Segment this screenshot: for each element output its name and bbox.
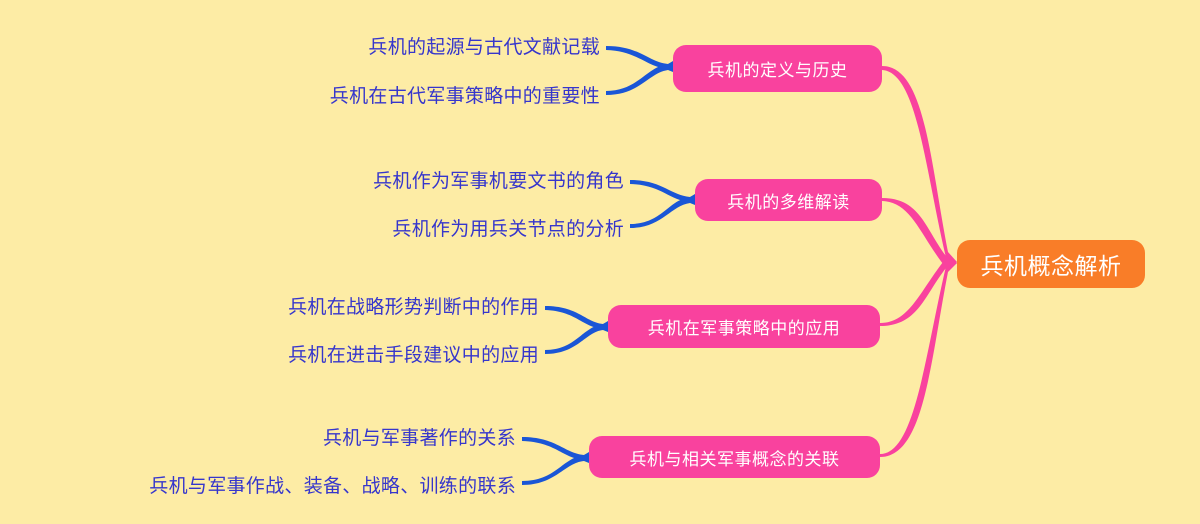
root-connector-group xyxy=(880,66,957,457)
branch-node-1[interactable]: 兵机的定义与历史 xyxy=(673,45,882,92)
leaf-label-3-2[interactable]: 兵机在进击手段建议中的应用 xyxy=(288,345,539,366)
root-connector-3 xyxy=(880,257,957,326)
leaf-connector-group-4 xyxy=(522,437,589,485)
leaf-connector-group-2 xyxy=(630,180,695,228)
leaf-connector-3-2 xyxy=(545,322,608,354)
root-connector-4 xyxy=(880,258,957,457)
leaf-label-1-2[interactable]: 兵机在古代军事策略中的重要性 xyxy=(329,86,600,107)
branch-node-4[interactable]: 兵机与相关军事概念的关联 xyxy=(589,436,880,478)
root-node[interactable]: 兵机概念解析 xyxy=(957,240,1145,288)
leaf-connector-3-1 xyxy=(545,306,608,331)
leaf-label-4-2[interactable]: 兵机与军事作战、装备、战略、训练的联系 xyxy=(149,476,516,497)
leaf-connector-group-1 xyxy=(606,46,673,95)
branch-node-2[interactable]: 兵机的多维解读 xyxy=(695,179,882,221)
leaf-connector-group-3 xyxy=(545,306,608,354)
leaf-label-2-2[interactable]: 兵机作为用兵关节点的分析 xyxy=(392,219,624,240)
leaf-label-2-1[interactable]: 兵机作为军事机要文书的角色 xyxy=(373,171,624,192)
leaf-label-1-1[interactable]: 兵机的起源与古代文献记载 xyxy=(368,37,600,58)
leaf-connector-1-2 xyxy=(606,62,673,95)
leaf-label-4-1[interactable]: 兵机与军事著作的关系 xyxy=(322,428,516,449)
leaf-connector-2-2 xyxy=(630,195,695,228)
leaf-connector-2-1 xyxy=(630,180,695,204)
leaf-connector-4-2 xyxy=(522,453,589,485)
leaf-label-3-1[interactable]: 兵机在战略形势判断中的作用 xyxy=(288,297,539,318)
leaf-connector-1-1 xyxy=(606,46,673,71)
leaf-connector-4-1 xyxy=(522,437,589,462)
root-connector-1 xyxy=(882,66,957,266)
root-connector-2 xyxy=(882,198,957,269)
branch-node-3[interactable]: 兵机在军事策略中的应用 xyxy=(608,305,880,348)
